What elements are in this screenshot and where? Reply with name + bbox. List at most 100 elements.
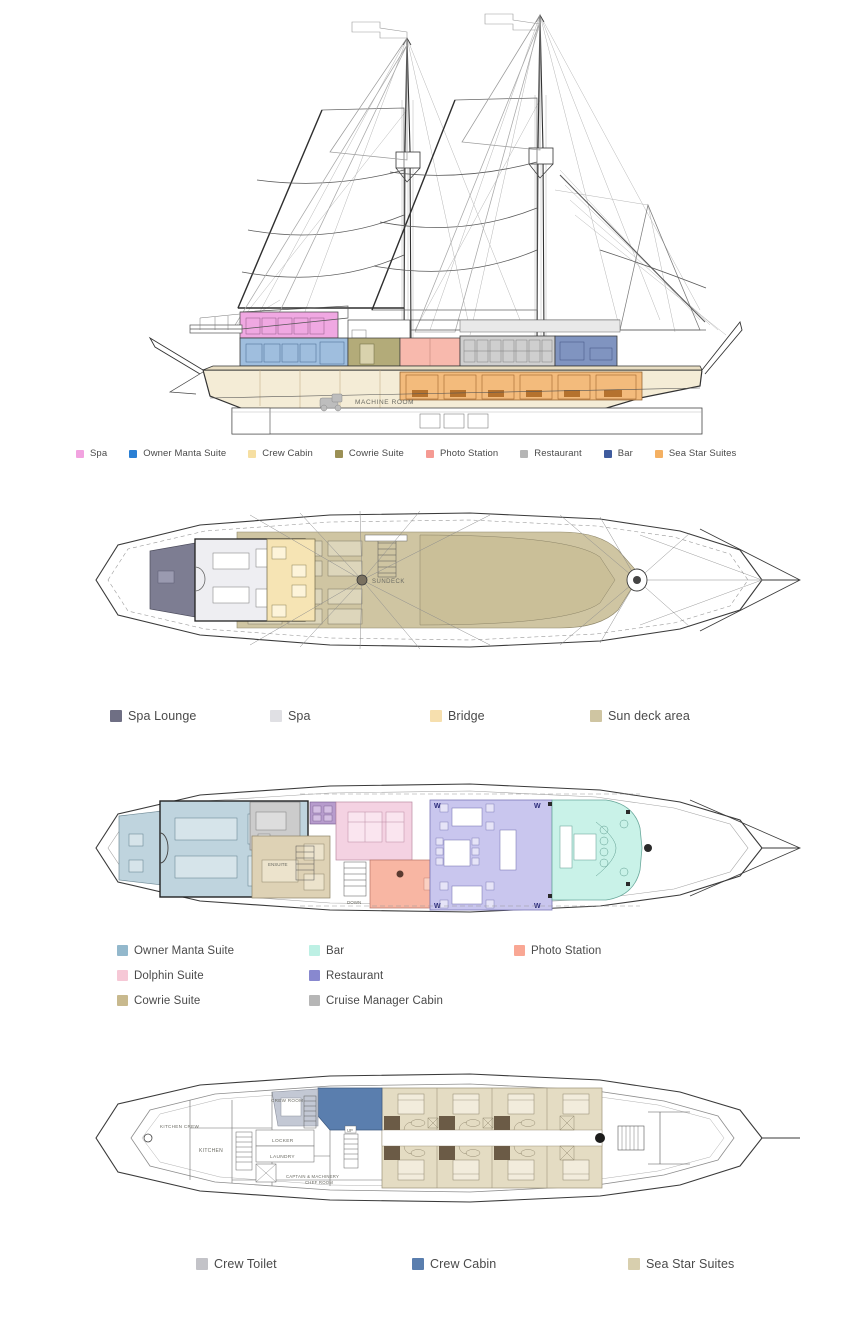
legend-swatch-icon — [129, 450, 138, 458]
svg-text:W: W — [434, 903, 441, 910]
hull-inner — [107, 790, 749, 906]
legend-swatch-icon — [270, 710, 282, 722]
legend-swatch-icon — [425, 450, 434, 458]
legend-item-owner-manta-suite[interactable]: Owner Manta Suite — [117, 945, 309, 957]
legend-label: Sea Star Suites — [668, 448, 737, 459]
cabin-walls — [436, 1088, 548, 1188]
legend-swatch-icon — [117, 970, 128, 981]
legend-item-spa[interactable]: Spa — [76, 448, 107, 460]
legend-label: Bar — [617, 448, 633, 459]
legend-item-sea-star-suites[interactable]: Sea Star Suites — [628, 1258, 844, 1270]
plan-label-chef-room: CHEF ROOM — [305, 1180, 333, 1185]
legend-sun-deck: Spa Lounge Spa Bridge Sun deck area — [0, 710, 857, 722]
legend-item-owner-manta-suite[interactable]: Owner Manta Suite — [129, 448, 226, 460]
plan-label-locker: LOCKER — [272, 1138, 294, 1144]
legend-item-sun-deck-area[interactable]: Sun deck area — [590, 710, 750, 722]
legend-item-crew-cabin[interactable]: Crew Cabin — [412, 1258, 628, 1270]
crew-cabin-fill — [317, 1087, 383, 1131]
legend-label: Photo Station — [439, 448, 499, 459]
legend-swatch-icon — [514, 945, 525, 956]
mast-lines — [395, 14, 554, 346]
hull-body — [148, 321, 743, 411]
profile-photo-station-block — [399, 337, 461, 367]
profile-bar-block — [554, 335, 618, 367]
cabin-bathrooms — [384, 1116, 510, 1160]
legend-item-photo-station[interactable]: Photo Station — [514, 945, 857, 957]
svg-text:W: W — [534, 903, 541, 910]
legend-swatch-icon — [603, 450, 612, 458]
legend-item-dolphin-suite[interactable]: Dolphin Suite — [117, 970, 309, 982]
legend-label: Cowrie Suite — [348, 448, 404, 459]
flag-pennant-icon — [351, 13, 541, 39]
crew-stairs-icon — [303, 1095, 317, 1129]
profile-spa-block — [239, 311, 339, 339]
legend-item-crew-toilet[interactable]: Crew Toilet — [196, 1258, 412, 1270]
legend-label: Bridge — [448, 709, 485, 723]
legend-swatch-icon — [309, 995, 320, 1006]
legend-item-cowrie-suite[interactable]: Cowrie Suite — [117, 995, 309, 1007]
legend-item-cowrie-suite[interactable]: Cowrie Suite — [334, 448, 404, 460]
window-markers: W W W W — [434, 803, 541, 910]
profile-sea-star-suites-block — [399, 371, 643, 401]
stairs-up-icon — [343, 1133, 359, 1169]
deck-sun-deck: SUNDECK — [0, 505, 857, 655]
legend-swatch-icon — [76, 450, 84, 458]
plan-label-sundeck: SUNDECK — [372, 579, 405, 585]
legend-item-restaurant[interactable]: Restaurant — [309, 970, 514, 982]
bar-fill — [551, 799, 643, 901]
legend-item-photo-station[interactable]: Photo Station — [425, 448, 499, 460]
legend-item-spa[interactable]: Spa — [270, 710, 430, 722]
rigging-lines — [229, 14, 727, 345]
legend-swatch-icon — [196, 1258, 208, 1270]
legend-label: Restaurant — [326, 969, 384, 982]
legend-label: Spa Lounge — [128, 709, 197, 723]
legend-item-sea-star-suites[interactable]: Sea Star Suites — [654, 448, 737, 460]
profile-restaurant-block — [459, 335, 556, 367]
bar-stools — [599, 819, 629, 877]
legend-label: Sea Star Suites — [646, 1257, 735, 1271]
legend-swatch-icon — [110, 710, 122, 722]
restaurant-chairs — [435, 803, 495, 909]
legend-swatch-icon — [117, 945, 128, 956]
lower-deck-plan-drawing: UP CREW ROOM KITCHEN CREW KITCHEN LOCKER… — [95, 1073, 800, 1203]
legend-swatch-icon — [628, 1258, 640, 1270]
legend-label: Spa — [288, 709, 311, 723]
legend-label: Sun deck area — [608, 709, 690, 723]
legend-label: Owner Manta Suite — [143, 448, 227, 459]
svg-text:W: W — [534, 803, 541, 810]
hull-inner-dashed — [107, 519, 749, 641]
svg-text:W: W — [434, 803, 441, 810]
deck-fittings — [548, 802, 652, 898]
legend-item-cruise-manager-cabin[interactable]: Cruise Manager Cabin — [309, 995, 514, 1007]
plan-label-up: UP — [347, 1128, 353, 1133]
restaurant-tables — [443, 807, 517, 905]
plan-label-machine-room: MACHINE ROOM — [355, 399, 414, 406]
stairs-icon — [235, 1131, 253, 1171]
bar-counter — [559, 821, 617, 877]
plan-label-kitchen-crew: KITCHEN CREW — [160, 1124, 199, 1129]
legend-swatch-icon — [248, 450, 257, 458]
legend-swatch-icon — [309, 970, 320, 981]
upper-deck-roof — [189, 305, 621, 334]
legend-item-restaurant[interactable]: Restaurant — [520, 448, 582, 460]
photo-station-fill — [369, 859, 431, 909]
legend-label: Dolphin Suite — [134, 969, 204, 982]
legend-label: Photo Station — [531, 944, 602, 957]
legend-item-bridge[interactable]: Bridge — [430, 710, 590, 722]
sun-lounge-area — [419, 534, 616, 626]
legend-swatch-icon — [334, 450, 343, 458]
legend-label: Owner Manta Suite — [134, 944, 235, 957]
stairs-down-icon — [343, 861, 367, 897]
deck-rigging-lines — [249, 510, 762, 650]
legend-item-bar[interactable]: Bar — [603, 448, 633, 460]
main-deck-plan-drawing: ENSUITE ENSUITE DOWN — [95, 783, 802, 913]
legend-item-crew-cabin[interactable]: Crew Cabin — [248, 448, 313, 460]
legend-swatch-icon — [590, 710, 602, 722]
plan-label-laundry: LAUNDRY — [270, 1154, 295, 1160]
legend-item-spa-lounge[interactable]: Spa Lounge — [110, 710, 270, 722]
legend-label: Cruise Manager Cabin — [326, 994, 444, 1007]
legend-label: Crew Toilet — [214, 1257, 277, 1271]
legend-item-bar[interactable]: Bar — [309, 945, 514, 957]
legend-swatch-icon — [309, 945, 320, 956]
legend-swatch-icon — [117, 995, 128, 1006]
